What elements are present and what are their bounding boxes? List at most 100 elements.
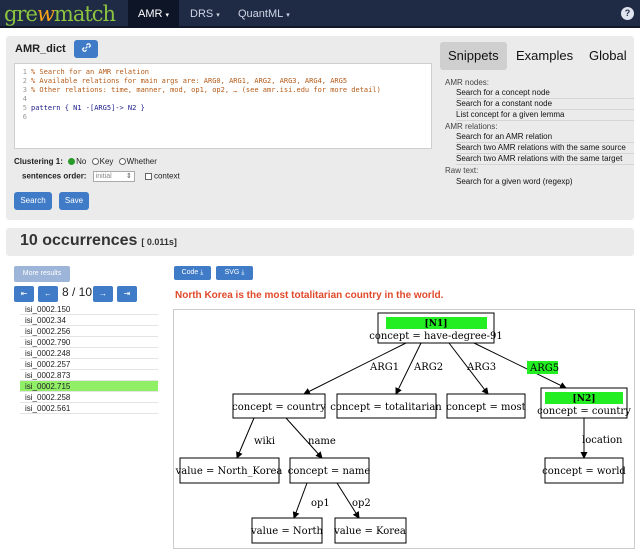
snippet-item[interactable]: Search two AMR relations with the same t… [456, 154, 634, 165]
snippet-item[interactable]: Search for a given word (regexp) [456, 177, 573, 186]
chevron-down-icon: ⇕ [125, 173, 132, 180]
edge-op2 [336, 482, 360, 519]
list-item[interactable]: isi_0002.561 [20, 403, 158, 414]
clustering-row: Clustering 1: No Key Whether [14, 157, 157, 166]
amr-graph: ARG1 ARG2 ARG3 ARG5 wiki name location o… [175, 312, 631, 544]
top-navbar: grewmatch AMR▾ DRS▾ QuantML▾ ? [0, 0, 640, 28]
list-item[interactable]: isi_0002.258 [20, 392, 158, 403]
radio-whether[interactable] [118, 158, 126, 165]
last-page-button[interactable]: ⇥ [117, 286, 137, 302]
save-button[interactable]: Save [59, 192, 89, 210]
context-checkbox[interactable] [144, 172, 152, 180]
code-line: 1% Search for an AMR relation [22, 68, 150, 76]
nav-menu-amr[interactable]: AMR▾ [128, 0, 179, 28]
list-item[interactable]: isi_0002.34 [20, 315, 158, 326]
snippet-item[interactable]: Search for a concept node [456, 88, 634, 99]
download-icon: ⤓ [200, 269, 204, 276]
sentences-order-select[interactable]: initial ⇕ [92, 171, 135, 182]
edge-label: ARG2 [413, 362, 443, 373]
edge-arg5 [473, 342, 567, 389]
node-korea[interactable]: value = Korea [333, 517, 407, 544]
svg-text:value = North: value = North [250, 526, 323, 537]
sentences-order-row: sentences order: initial ⇕ context [22, 171, 180, 182]
query-time: [ 0.011s] [141, 237, 177, 247]
next-button[interactable]: → [93, 286, 113, 302]
chevron-down-icon: ▾ [165, 12, 169, 19]
amr-graph-panel: ARG1 ARG2 ARG3 ARG5 wiki name location o… [173, 309, 635, 549]
edge-arg3 [448, 342, 489, 395]
svg-text:concept = most: concept = most [446, 402, 525, 413]
edge-label: op2 [352, 498, 371, 509]
download-icon: ⤓ [241, 269, 245, 276]
list-item-selected[interactable]: isi_0002.715 [20, 381, 158, 392]
results-list: isi_0002.150 isi_0002.34 isi_0002.256 is… [20, 304, 158, 414]
graph-edges [236, 342, 588, 519]
edge-label: ARG3 [466, 362, 496, 373]
grew-match-logo[interactable]: grewmatch [4, 2, 116, 26]
radio-key[interactable] [91, 158, 99, 165]
sentence-text: North Korea is the most totalitarian cou… [175, 290, 444, 301]
snippet-item[interactable]: List concept for a given lemma [456, 110, 634, 121]
help-icon[interactable]: ? [621, 7, 634, 20]
snippet-item[interactable]: Search for an AMR relation [456, 132, 634, 143]
snippet-item[interactable]: Search two AMR relations with the same s… [456, 143, 634, 154]
link-icon [81, 43, 91, 52]
results-header [6, 228, 634, 256]
corpus-title: AMR_dict [15, 43, 66, 55]
node-country[interactable]: concept = country [232, 393, 326, 419]
edge-name [285, 417, 323, 459]
pattern-editor[interactable]: 1% Search for an AMR relation 2% Availab… [14, 63, 432, 149]
chevron-down-icon: ▾ [286, 12, 290, 19]
tab-global[interactable]: Global [589, 48, 627, 63]
node-totalitarian[interactable]: concept = totalitarian [330, 393, 442, 419]
tab-snippets[interactable]: Snippets [440, 42, 507, 70]
svg-text:concept = name: concept = name [288, 466, 371, 477]
code-download-button[interactable]: Code ⤓ [174, 266, 211, 280]
node-n1[interactable]: [N1] concept = have-degree-91 [369, 312, 503, 344]
list-item[interactable]: isi_0002.790 [20, 337, 158, 348]
edge-label: wiki [254, 436, 275, 447]
node-n2[interactable]: [N2] concept = country [537, 387, 631, 419]
svg-text:value = Korea: value = Korea [333, 526, 406, 537]
svg-text:[N1]: [N1] [424, 319, 447, 329]
node-most[interactable]: concept = most [446, 393, 526, 419]
list-item[interactable]: isi_0002.256 [20, 326, 158, 337]
first-page-button[interactable]: ⇤ [14, 286, 34, 302]
tab-examples[interactable]: Examples [516, 48, 574, 63]
edge-label: name [308, 436, 336, 447]
svg-text:concept = totalitarian: concept = totalitarian [330, 402, 442, 413]
chevron-down-icon: ▾ [216, 12, 220, 19]
edge-label: ARG1 [369, 362, 399, 373]
node-north-korea[interactable]: value = North_Korea [175, 457, 283, 484]
svg-text:concept = have-degree-91: concept = have-degree-91 [369, 331, 503, 342]
code-line: 2% Available relations for main args are… [22, 77, 348, 85]
previous-button[interactable]: ← [38, 286, 58, 302]
svg-download-button[interactable]: SVG ⤓ [216, 266, 253, 280]
list-item[interactable]: isi_0002.257 [20, 359, 158, 370]
radio-no[interactable] [68, 158, 76, 165]
svg-text:concept = world: concept = world [542, 466, 626, 477]
nav-menu-quantml[interactable]: QuantML▾ [238, 8, 290, 20]
svg-text:value = North_Korea: value = North_Korea [175, 466, 283, 477]
list-item[interactable]: isi_0002.873 [20, 370, 158, 381]
permalink-button[interactable] [74, 40, 98, 58]
svg-text:concept = country: concept = country [537, 406, 631, 417]
list-item[interactable]: isi_0002.248 [20, 348, 158, 359]
edge-arg1 [303, 342, 407, 395]
page-indicator: 8 / 10 [62, 285, 93, 299]
svg-text:concept = country: concept = country [232, 402, 326, 413]
list-item[interactable]: isi_0002.150 [20, 304, 158, 315]
edge-label: op1 [311, 498, 330, 509]
snippet-group-heading: Raw text: [445, 166, 479, 175]
snippet-item[interactable]: Search for a constant node [456, 99, 634, 110]
node-name[interactable]: concept = name [288, 457, 371, 484]
edge-wiki [236, 417, 255, 459]
node-world[interactable]: concept = world [542, 457, 626, 484]
node-north[interactable]: value = North [250, 517, 324, 544]
search-button[interactable]: Search [14, 192, 52, 210]
svg-text:[N2]: [N2] [572, 394, 595, 404]
nav-menu-drs[interactable]: DRS▾ [190, 8, 220, 20]
more-results-button[interactable]: More results [14, 266, 70, 282]
code-line: 4 [22, 95, 27, 103]
